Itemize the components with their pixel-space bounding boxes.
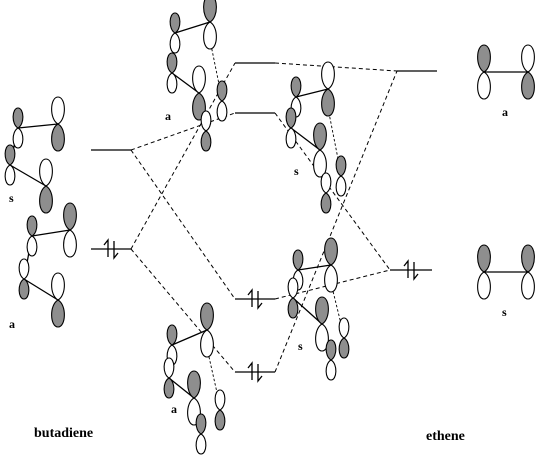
symmetry-label-product-top: a <box>165 109 171 123</box>
butadiene-title: butadiene <box>34 426 93 441</box>
product-orbital-mid-upper <box>285 61 347 214</box>
symmetry-label-ethene-upper: a <box>502 105 508 119</box>
product-level-3-electrons <box>247 288 263 310</box>
product-orbital-mid-lower <box>287 237 350 381</box>
symmetry-label-product-bottom: a <box>171 402 177 416</box>
symmetry-label-product-mid-upper: s <box>294 164 299 178</box>
ethene-homo-orbital <box>477 244 535 300</box>
symmetry-label-product-mid-lower: s <box>298 339 303 353</box>
product-orbital-top <box>166 0 228 152</box>
symmetry-label-ethene-lower: s <box>502 305 507 319</box>
symmetry-label-butadiene-upper: s <box>9 191 14 205</box>
symmetry-label-butadiene-lower: a <box>9 317 15 331</box>
butadiene-homo-orbital <box>18 202 77 328</box>
butadiene-lumo-orbital <box>4 96 65 214</box>
ethene-title: ethene <box>426 429 465 444</box>
product-level-4-electrons <box>247 361 263 383</box>
ethene-homo-electrons <box>403 259 419 281</box>
ethene-lumo-orbital <box>477 44 535 100</box>
product-orbital-bottom <box>163 302 226 455</box>
butadiene-homo-electrons <box>103 238 119 260</box>
